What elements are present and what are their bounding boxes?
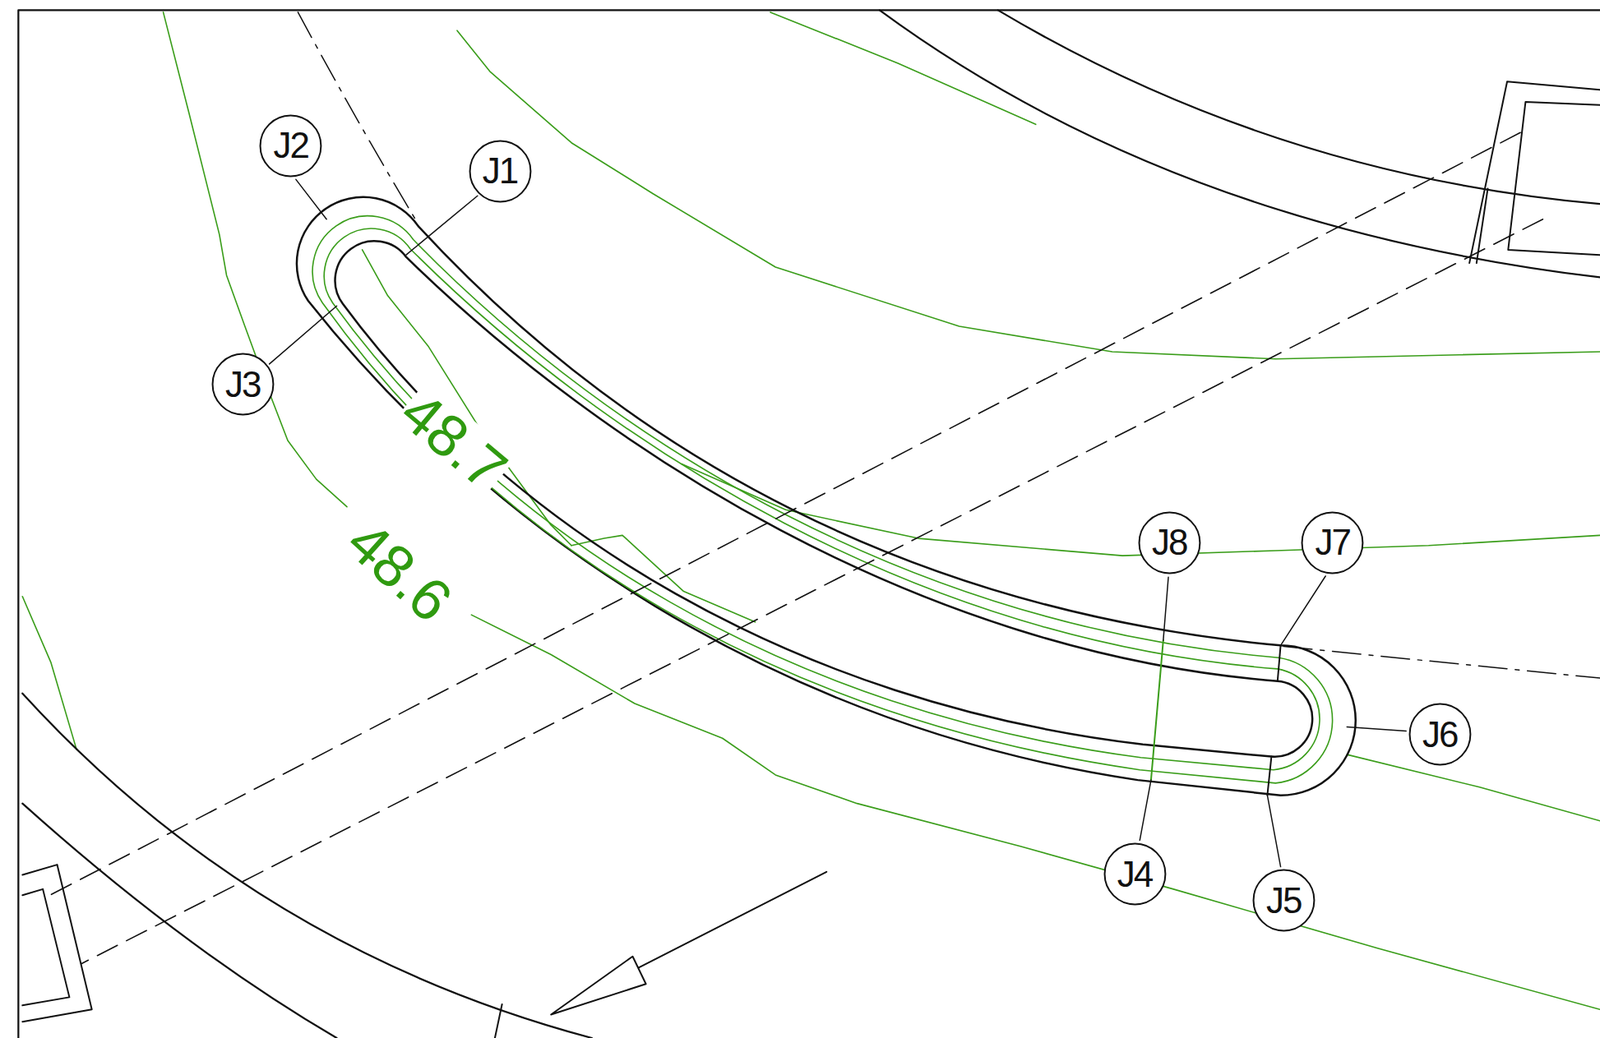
structure [22, 864, 92, 1022]
joint-line [1267, 757, 1272, 796]
slab-offset-line [323, 228, 1320, 771]
callout-number: J8 [1151, 524, 1187, 561]
slab-offset-line [312, 216, 1332, 784]
callout-bubble: J6 [1408, 702, 1472, 767]
callout-number: J1 [482, 152, 518, 190]
callout-bubble: J2 [258, 114, 323, 178]
direction-arrow [632, 872, 827, 972]
tick-line [494, 1004, 503, 1038]
contour-label: 48.6 [337, 510, 463, 632]
sheet-border [18, 9, 1600, 1038]
callout-bubble: J5 [1252, 869, 1316, 933]
road-edge [22, 804, 337, 1038]
structure [1476, 189, 1489, 264]
callout-bubble: J7 [1300, 511, 1365, 575]
road-edge [22, 693, 592, 1038]
callout-bubble: J8 [1137, 511, 1202, 575]
callout-number: J6 [1422, 716, 1457, 754]
slab-outline [296, 197, 1356, 796]
callout-number: J5 [1266, 883, 1301, 920]
callout-bubble: J1 [468, 139, 532, 204]
structure [22, 889, 70, 1006]
leader-lines [269, 179, 1407, 867]
callout-number: J2 [272, 127, 308, 164]
structure [1469, 81, 1600, 264]
structure [1507, 101, 1600, 255]
direction-arrow [550, 957, 646, 1016]
callout-number: J3 [225, 366, 260, 403]
callout-bubble: J4 [1103, 842, 1167, 907]
callout-number: J7 [1315, 524, 1351, 561]
joint-line [1277, 645, 1281, 681]
centre-line [297, 12, 418, 225]
contour-lines [22, 12, 1600, 1010]
road-edge [879, 9, 1600, 278]
callout-bubble: J3 [211, 352, 275, 417]
dashed-line [81, 219, 1543, 965]
dashed-line [46, 132, 1521, 898]
road-edge [998, 9, 1600, 204]
joint-line [1151, 640, 1164, 781]
callout-number: J4 [1117, 856, 1152, 893]
slab-inner-outline [335, 240, 1314, 757]
centre-line [1283, 647, 1600, 679]
